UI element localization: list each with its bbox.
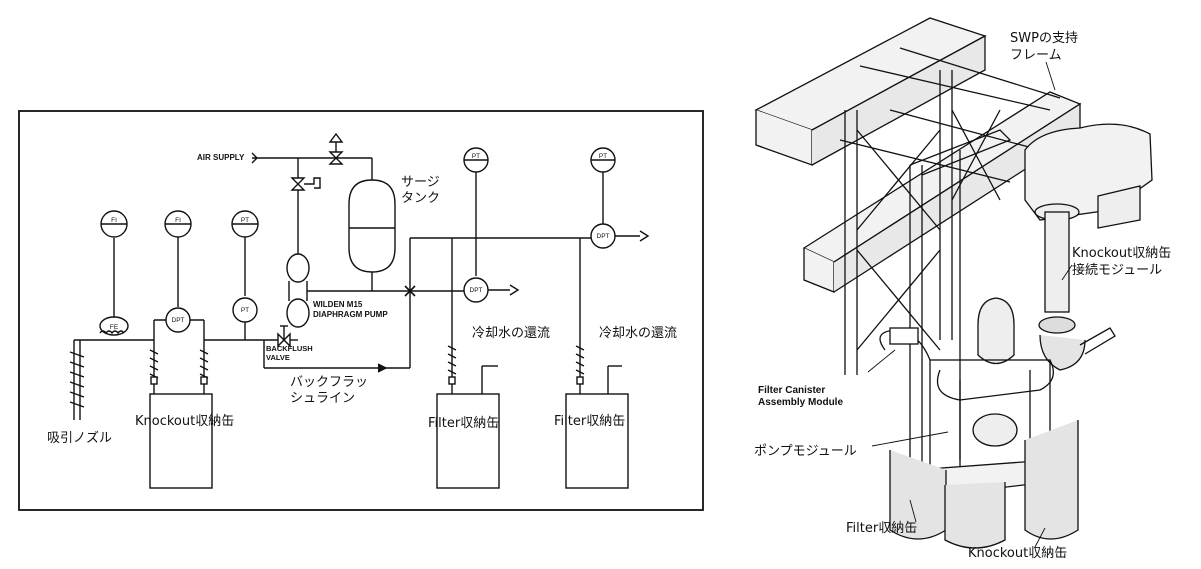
pressure-transmitter-lower [232, 297, 258, 340]
tag-fe: FE [110, 324, 119, 331]
schematic-diagram [18, 110, 704, 511]
iso-knockout-canister-label: Knockout収納缶 [968, 546, 1068, 561]
pressure-transmitter-top [231, 210, 259, 296]
surge-tank [348, 179, 396, 291]
surge-tank-label: サージ タンク [401, 175, 441, 206]
schematic-border [18, 110, 704, 511]
air-supply-line [251, 132, 373, 200]
backflush-line [263, 291, 411, 373]
tag-dpt-knockout: DPT [172, 317, 185, 324]
cooling-return-label-2: 冷却水の還流 [599, 326, 678, 341]
tag-fi-1: FI [111, 217, 117, 224]
swp-frame-label: SWPの支持 フレーム [1010, 31, 1078, 63]
header-line [404, 237, 603, 297]
backflush-line-label: バックフラッ シュライン [290, 375, 369, 406]
backflush-valve [277, 325, 291, 348]
filter-canister-schematic-2 [565, 147, 650, 489]
support-frame-beams [754, 17, 1082, 293]
tag-dpt-filter-2: DPT [597, 233, 610, 240]
filter-assembly-label: Filter Canister Assembly Module [758, 385, 844, 408]
filter-canister-label-1: Filter収納缶 [428, 416, 500, 431]
knockout-canister-schematic [149, 307, 213, 489]
tag-pt-top: PT [241, 217, 249, 224]
tag-fi-2: FI [175, 217, 181, 224]
truss-structure [844, 70, 1012, 470]
flow-indicator-2 [164, 210, 192, 307]
canisters [889, 420, 1079, 549]
pump-module-label: ポンプモジュール [754, 444, 857, 459]
suction-nozzle [69, 339, 154, 420]
wilden-pump-label: WILDEN M15 DIAPHRAGM PUMP [313, 300, 388, 319]
tag-pt-filter-2: PT [599, 153, 607, 160]
tag-pt-lower: PT [241, 307, 249, 314]
knockout-canister-label: Knockout収納缶 [135, 414, 235, 429]
tag-pt-filter-1: PT [472, 153, 480, 160]
flow-indicator-1 [100, 210, 128, 238]
cooling-return-label-1: 冷却水の還流 [472, 326, 551, 341]
isometric-diagram [754, 17, 1153, 549]
suction-nozzle-label: 吸引ノズル [47, 431, 113, 446]
filter-canister-label-2: Filter収納缶 [554, 414, 626, 429]
knockout-connection-label: Knockout収納缶 接続モジュール [1072, 246, 1172, 278]
filter-canister-schematic-1 [436, 147, 520, 489]
backflush-valve-label: BACKFLUSH VALVE [266, 344, 313, 362]
iso-filter-canister-label: Filter収納缶 [846, 521, 918, 536]
diaphragm-pump [286, 200, 410, 328]
leader-lines [867, 61, 1073, 548]
knockout-connection-module [1034, 203, 1116, 371]
flow-element-fe [99, 238, 129, 336]
air-supply-label: AIR SUPPLY [197, 153, 245, 162]
tag-dpt-filter-1: DPT [470, 287, 483, 294]
